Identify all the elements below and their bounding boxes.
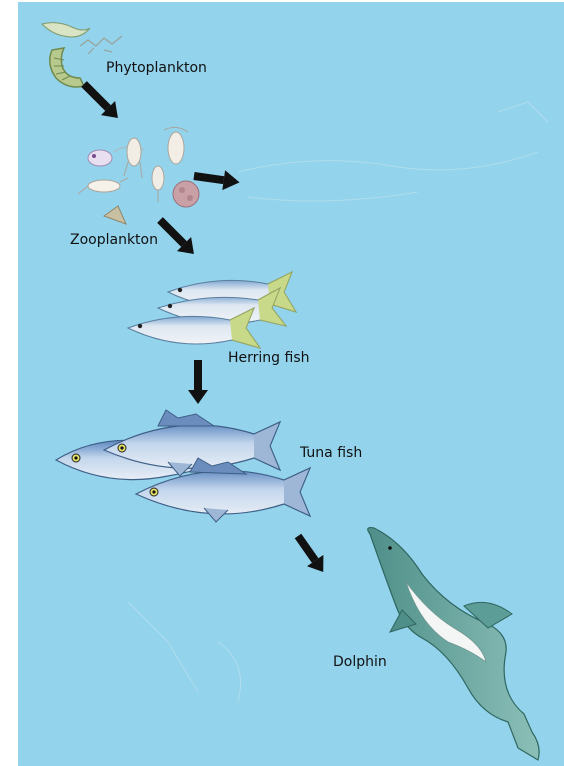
ocean-background <box>18 2 564 766</box>
label-dolphin: Dolphin <box>333 654 387 670</box>
label-phytoplankton: Phytoplankton <box>106 60 207 76</box>
label-tuna: Tuna fish <box>300 445 362 461</box>
label-zooplankton: Zooplankton <box>70 232 158 248</box>
label-herring: Herring fish <box>228 350 310 366</box>
